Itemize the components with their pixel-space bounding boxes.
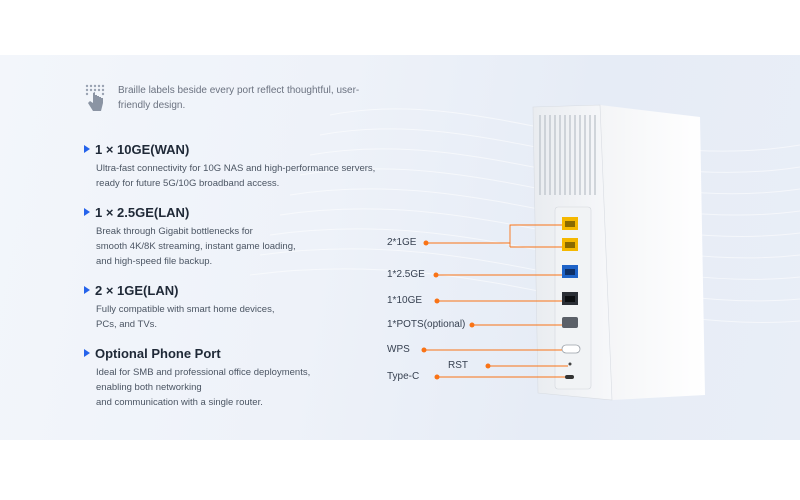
feature-phone: Optional Phone Port Ideal for SMB and pr…: [84, 345, 310, 410]
feature-wan: 1 × 10GE(WAN) Ultra-fast connectivity fo…: [84, 141, 375, 191]
feature-desc-line: Ideal for SMB and professional office de…: [96, 367, 311, 378]
feature-desc-line: and high-speed file backup.: [96, 256, 213, 267]
feature-panel: Braille labels beside every port reflect…: [0, 55, 800, 440]
wps-button: [561, 344, 581, 354]
feature-desc-line: smooth 4K/8K streaming, instant game loa…: [96, 241, 296, 252]
router-side: [600, 105, 705, 400]
feature-desc-line: and communication with a single router.: [96, 397, 263, 408]
rst-hole: [568, 362, 572, 366]
callout-dots: [421, 240, 491, 380]
braille-intro-text: Braille labels beside every port reflect…: [118, 85, 360, 111]
feature-desc-line: ready for future 5G/10G broadband access…: [96, 178, 280, 189]
feature-desc-line: Fully compatible with smart home devices…: [96, 304, 275, 315]
label-wps: WPS: [387, 344, 410, 355]
feature-desc-line: PCs, and TVs.: [96, 319, 158, 330]
triangle-bullet-icon: [84, 208, 90, 216]
feature-lan-1: 2 × 1GE(LAN) Fully compatible with smart…: [84, 282, 274, 332]
callout-lines: [424, 224, 568, 378]
feature-lan-25: 1 × 2.5GE(LAN) Break through Gigabit bot…: [84, 204, 296, 269]
feature-title: 1 × 2.5GE(LAN): [95, 204, 190, 220]
feature-title: 1 × 10GE(WAN): [95, 141, 190, 157]
label-type-c: Type-C: [387, 371, 420, 382]
label-1x10ge: 1*10GE: [387, 295, 423, 306]
feature-title: 2 × 1GE(LAN): [95, 282, 179, 298]
label-1x2-5ge: 1*2.5GE: [387, 269, 425, 280]
feature-desc-line: Ultra-fast connectivity for 10G NAS and …: [96, 163, 376, 174]
triangle-bullet-icon: [84, 145, 90, 153]
label-rst: RST: [448, 360, 468, 371]
router-vents: [539, 115, 596, 195]
feature-desc-line: Break through Gigabit bottlenecks for: [96, 226, 253, 237]
triangle-bullet-icon: [84, 286, 90, 294]
triangle-bullet-icon: [84, 349, 90, 357]
label-pots: 1*POTS(optional): [387, 319, 466, 330]
feature-desc-line: enabling both networking: [96, 382, 202, 393]
feature-title: Optional Phone Port: [95, 345, 221, 361]
type-c-port: [565, 375, 574, 379]
label-2x1ge: 2*1GE: [387, 237, 417, 248]
router-illustration: [421, 104, 705, 401]
port-pots: [562, 317, 578, 328]
braille-intro: Braille labels beside every port reflect…: [84, 83, 378, 115]
braille-touch-icon: [85, 84, 105, 111]
